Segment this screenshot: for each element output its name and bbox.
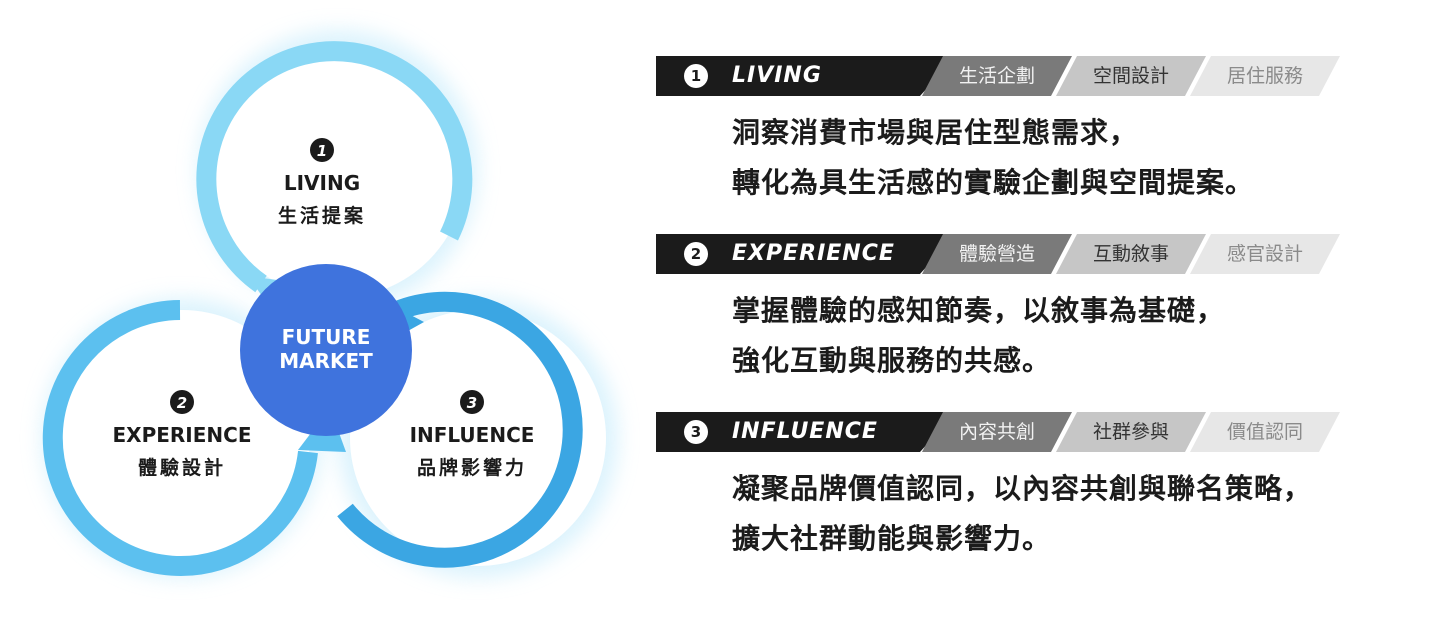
section-influence-tag-1: 內容共創 — [922, 412, 1072, 452]
section-experience: 2 EXPERIENCE 體驗營造 互動敘事 感官設計 掌握體驗的感知節奏，以敘… — [656, 234, 1356, 386]
section-living-description: 洞察消費市場與居住型態需求， 轉化為具生活感的實驗企劃與空間提案。 — [732, 108, 1356, 208]
section-influence-description: 凝聚品牌價值認同，以內容共創與聯名策略， 擴大社群動能與影響力。 — [732, 464, 1356, 564]
section-living-line-2: 轉化為具生活感的實驗企劃與空間提案。 — [732, 166, 1255, 199]
experience-number-badge — [170, 390, 194, 414]
section-experience-description: 掌握體驗的感知節奏，以敘事為基礎， 強化互動與服務的共感。 — [732, 286, 1356, 386]
section-influence-number: 3 — [684, 420, 708, 444]
section-experience-title: EXPERIENCE — [732, 241, 895, 266]
experience-number: 2 — [177, 394, 187, 412]
section-living-number: 1 — [684, 64, 708, 88]
influence-subtitle: 品牌影響力 — [417, 456, 527, 479]
section-experience-header: 2 EXPERIENCE 體驗營造 互動敘事 感官設計 — [656, 234, 1356, 274]
center-label-line1: FUTURE — [282, 325, 371, 349]
influence-arc — [337, 291, 583, 568]
living-title: LIVING — [284, 171, 360, 195]
section-influence-tag-2: 社群參與 — [1056, 412, 1206, 452]
section-living-tag-1: 生活企劃 — [922, 56, 1072, 96]
section-experience-number: 2 — [684, 242, 708, 266]
section-influence-line-2: 擴大社群動能與影響力。 — [732, 522, 1052, 555]
section-influence-tag-3: 價值認同 — [1190, 412, 1340, 452]
experience-subtitle: 體驗設計 — [138, 456, 226, 479]
section-influence: 3 INFLUENCE 內容共創 社群參與 價值認同 凝聚品牌價值認同，以內容共… — [656, 412, 1356, 564]
section-living-title: LIVING — [732, 63, 822, 88]
living-number-badge — [310, 138, 334, 162]
section-living-tag-3: 居住服務 — [1190, 56, 1340, 96]
section-experience-line-2: 強化互動與服務的共感。 — [732, 344, 1052, 377]
section-living-header: 1 LIVING 生活企劃 空間設計 居住服務 — [656, 56, 1356, 96]
future-market-diagram: FUTURE MARKET 1 LIVING 生活提案 2 EXPERIENCE… — [42, 30, 618, 578]
living-subtitle: 生活提案 — [278, 204, 366, 227]
section-influence-title: INFLUENCE — [732, 419, 878, 444]
section-influence-header: 3 INFLUENCE 內容共創 社群參與 價值認同 — [656, 412, 1356, 452]
section-experience-line-1: 掌握體驗的感知節奏，以敘事為基礎， — [732, 294, 1226, 327]
center-label-line2: MARKET — [279, 349, 373, 373]
section-living-line-1: 洞察消費市場與居住型態需求， — [732, 116, 1139, 149]
section-experience-tag-1: 體驗營造 — [922, 234, 1072, 274]
living-number: 1 — [317, 142, 327, 160]
future-market-circle — [240, 264, 412, 436]
section-living-tag-2: 空間設計 — [1056, 56, 1206, 96]
influence-title: INFLUENCE — [410, 423, 535, 447]
experience-arc — [42, 300, 318, 576]
living-circle-fill — [210, 42, 466, 298]
section-experience-tag-3: 感官設計 — [1190, 234, 1340, 274]
influence-number: 3 — [467, 394, 477, 412]
section-influence-line-1: 凝聚品牌價值認同，以內容共創與聯名策略， — [732, 472, 1313, 505]
section-experience-tag-2: 互動敘事 — [1056, 234, 1206, 274]
living-arc — [196, 41, 473, 293]
section-living: 1 LIVING 生活企劃 空間設計 居住服務 洞察消費市場與居住型態需求， 轉… — [656, 56, 1356, 208]
influence-number-badge — [460, 390, 484, 414]
experience-title: EXPERIENCE — [113, 423, 252, 447]
